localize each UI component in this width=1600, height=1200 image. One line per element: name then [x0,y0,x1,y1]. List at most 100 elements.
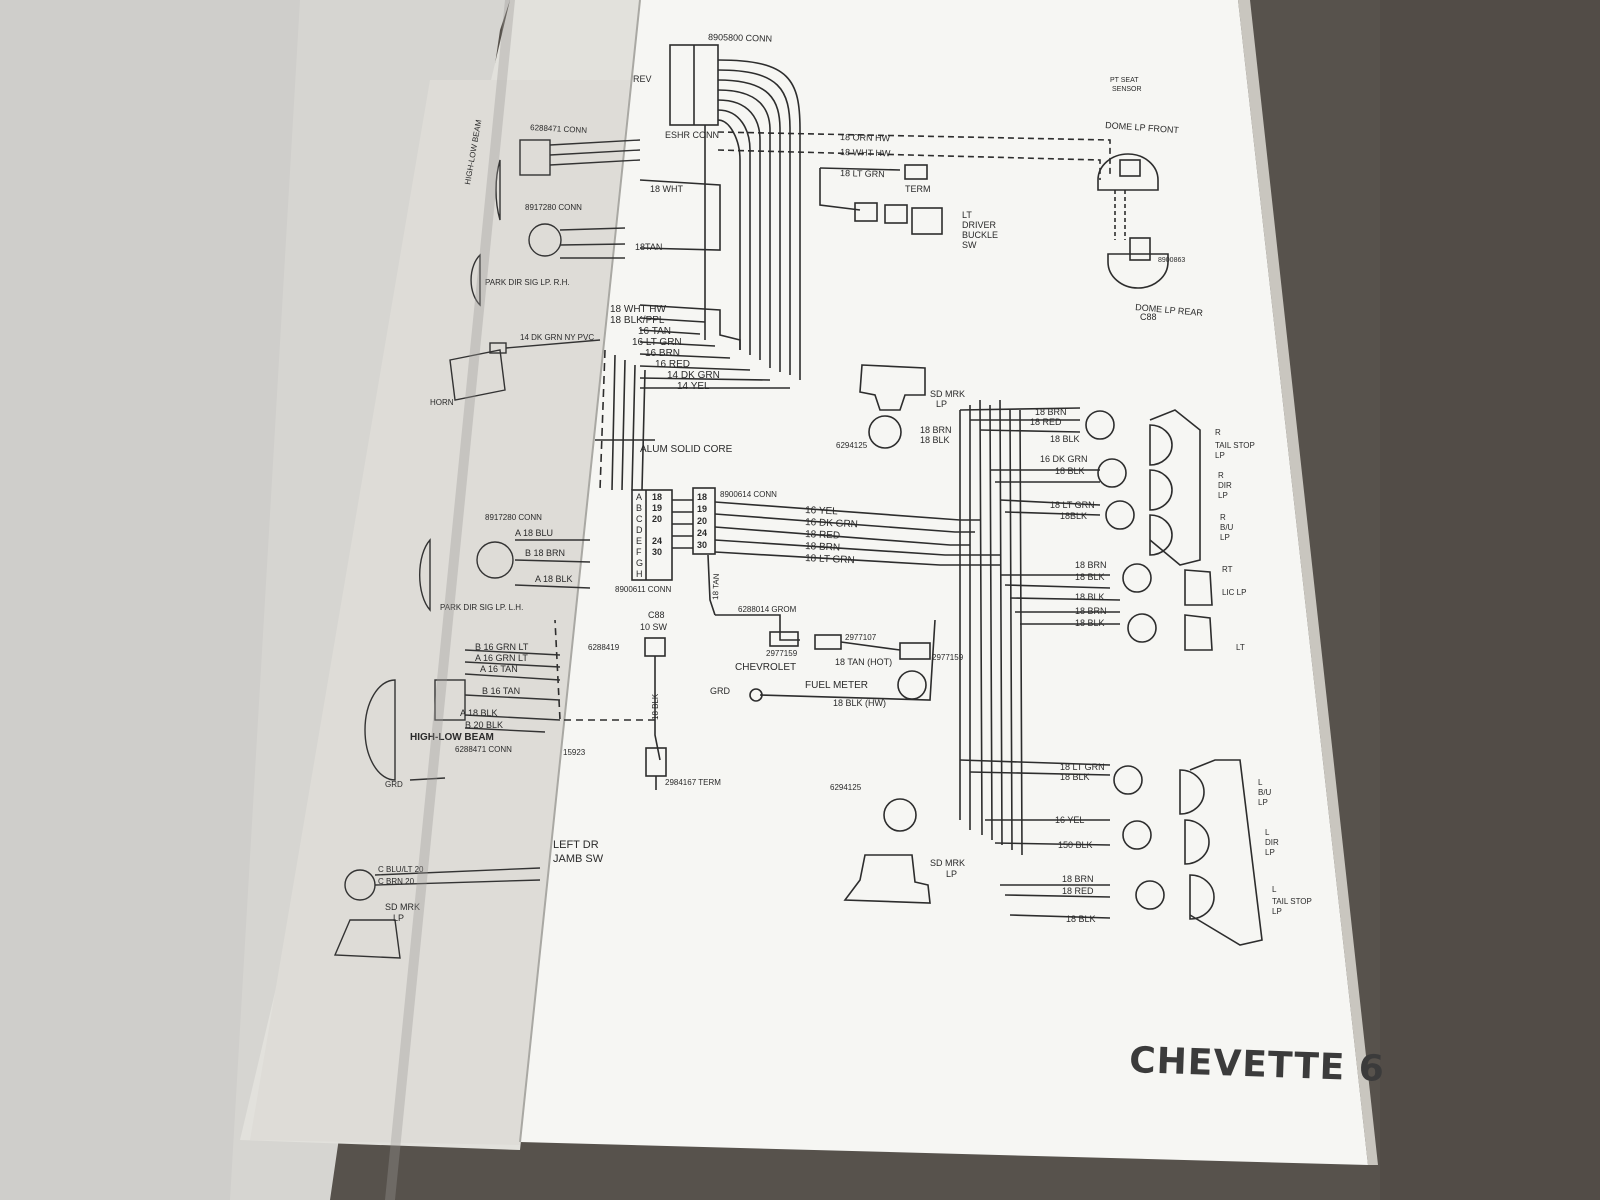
label-chevrolet: CHEVROLET [735,662,796,673]
harness-16-yel: 16 YEL [805,505,839,517]
label-wht-18: 18 WHT [650,184,684,194]
pin-f: F [636,547,642,557]
bundle-wire-6: 16 RED [655,359,690,370]
label-r-tail-2: TAIL STOP [1215,441,1255,450]
label-driver-buckle-2: DRIVER [962,220,997,230]
harness-16-dk-grn: 16 DK GRN [805,517,858,530]
pin-b1: 18 [697,492,707,502]
rw-5: 18 BLK [920,435,950,445]
label-wht-hw: 18 WHT HW [840,147,891,158]
label-l-tail-3: LP [1272,907,1282,916]
lp-wire-mid-1: A 18 BLU [515,528,553,538]
lw-3: 16 YEL [1055,815,1084,825]
bundle-wire-2: 18 BLK/PPL [610,315,665,326]
lp-conn-8917280: 8917280 CONN [485,513,542,522]
label-tan-18: 18TAN [635,242,662,252]
lw-4: 150 BLK [1058,840,1093,850]
rw-3: 18 BLK [1050,434,1080,444]
label-l-tail-2: TAIL STOP [1272,897,1312,906]
label-2984167: 2984167 TERM [665,778,721,787]
pin-e-val: 24 [652,536,662,546]
label-conn-8900614: 8900614 CONN [720,490,777,499]
label-r-dir-2: DIR [1218,481,1232,490]
label-l-tail-1: L [1272,885,1277,894]
lp-conn-6288471: 6288471 CONN [455,745,512,754]
pin-b2: 19 [697,504,707,514]
label-8900863: 8900863 [1158,257,1185,264]
label-sd-mrk-top-1: SD MRK [930,389,965,399]
pin-b4: 24 [697,528,707,538]
label-fuel-meter: FUEL METER [805,680,868,691]
pin-f-val: 30 [652,547,662,557]
main-page [520,0,1368,1165]
lw-5: 18 BRN [1062,874,1094,884]
pin-b: B [636,503,642,513]
lp-jamb-wire-2: C BRN 20 [378,877,415,886]
lp-sd-mrk-2: LP [393,913,404,923]
label-driver-buckle-4: SW [962,240,977,250]
lp-jamb-wire-1: C BLU/LT 20 [378,865,424,874]
label-r-tail-1: R [1215,428,1221,437]
label-grom: 6288014 GROM [738,605,797,614]
label-conn-8900611: 8900611 CONN [615,585,672,594]
lp-park-lh: PARK DIR SIG LP. L.H. [440,603,523,612]
harness-18-lt-grn: 18 LT GRN [805,553,855,566]
label-2977159-a: 2977159 [766,649,798,658]
label-driver-buckle-1: LT [962,210,972,220]
label-r-bu-2: B/U [1220,523,1234,532]
bundle-wire-1: 18 WHT HW [610,304,666,315]
label-l-bu-1: L [1258,778,1263,787]
label-l-bu-3: LP [1258,798,1268,807]
label-2977159-b: 2977159 [932,653,964,662]
rw-12: 18 BLK [1075,592,1105,602]
lp-grd: GRD [385,780,403,789]
pin-b5: 30 [697,540,707,550]
label-r-bu-1: R [1220,513,1226,522]
lp-horn: HORN [430,398,454,407]
rw-14: 18 BLK [1075,618,1105,628]
lw-2: 18 BLK [1060,772,1090,782]
lp-wire-mid-3: A 18 BLK [535,574,573,584]
bundle-wire-4: 16 LT GRN [632,337,682,348]
main-diagram [554,44,1263,946]
lp-wire-lo-4: B 16 TAN [482,686,520,696]
label-r-bu-3: LP [1220,533,1230,542]
label-sensor: SENSOR [1112,86,1142,93]
harness-18-brn: 18 BRN [805,541,840,554]
label-6288419: 6288419 [588,643,620,652]
right-wire-labels: 18 BRN 18 RED 18 BLK 18 BRN 18 BLK 16 DK… [920,407,1107,628]
connector-a-pins: A B C D E F G H 18 19 20 24 30 18 19 20 … [636,492,707,579]
label-tan-hot: 18 TAN (HOT) [835,657,892,667]
rw-11: 18 BLK [1075,572,1105,582]
lw-7: 18 BLK [1066,914,1096,924]
rw-13: 18 BRN [1075,606,1107,616]
lp-dk-grn-ny: 14 DK GRN NY PVC [520,333,594,342]
lp-wire-lo-6: B 20 BLK [465,720,503,730]
label-c88-sw-2: 10 SW [640,622,668,632]
bundle-wire-7: 14 DK GRN [667,370,720,381]
lp-wire-mid-2: B 18 BRN [525,548,565,558]
label-blk-hw: 18 BLK (HW) [833,698,886,708]
label-l-bu-2: B/U [1258,788,1272,797]
pin-d: D [636,525,643,535]
label-term: TERM [905,184,931,194]
lp-wire-lo-3: A 16 TAN [480,664,518,674]
lp-left-dr-1: LEFT DR [553,839,599,851]
rw-4: 18 BRN [920,425,952,435]
rw-1: 18 BRN [1035,407,1067,417]
label-lt: LT [1236,643,1245,652]
lp-park-rh: PARK DIR SIG LP. R.H. [485,278,570,287]
bundle-wire-5: 16 BRN [645,348,680,359]
label-rt: RT [1222,565,1233,574]
lw-6: 18 RED [1062,886,1094,896]
label-sd-mrk-bot-2: LP [946,869,957,879]
rw-9: 18BLK [1060,511,1087,521]
label-pt-seat: PT SEAT [1110,77,1139,84]
harness-labels: 16 YEL 16 DK GRN 18 RED 18 BRN 18 LT GRN [805,505,858,566]
lp-high-low: HIGH-LOW BEAM [410,732,494,743]
label-r-tail-3: LP [1215,451,1225,460]
lp-conn-6288471-top: 6288471 CONN [530,123,588,135]
label-2977107: 2977107 [845,633,877,642]
pin-g: G [636,558,643,568]
pin-b3: 20 [697,516,707,526]
